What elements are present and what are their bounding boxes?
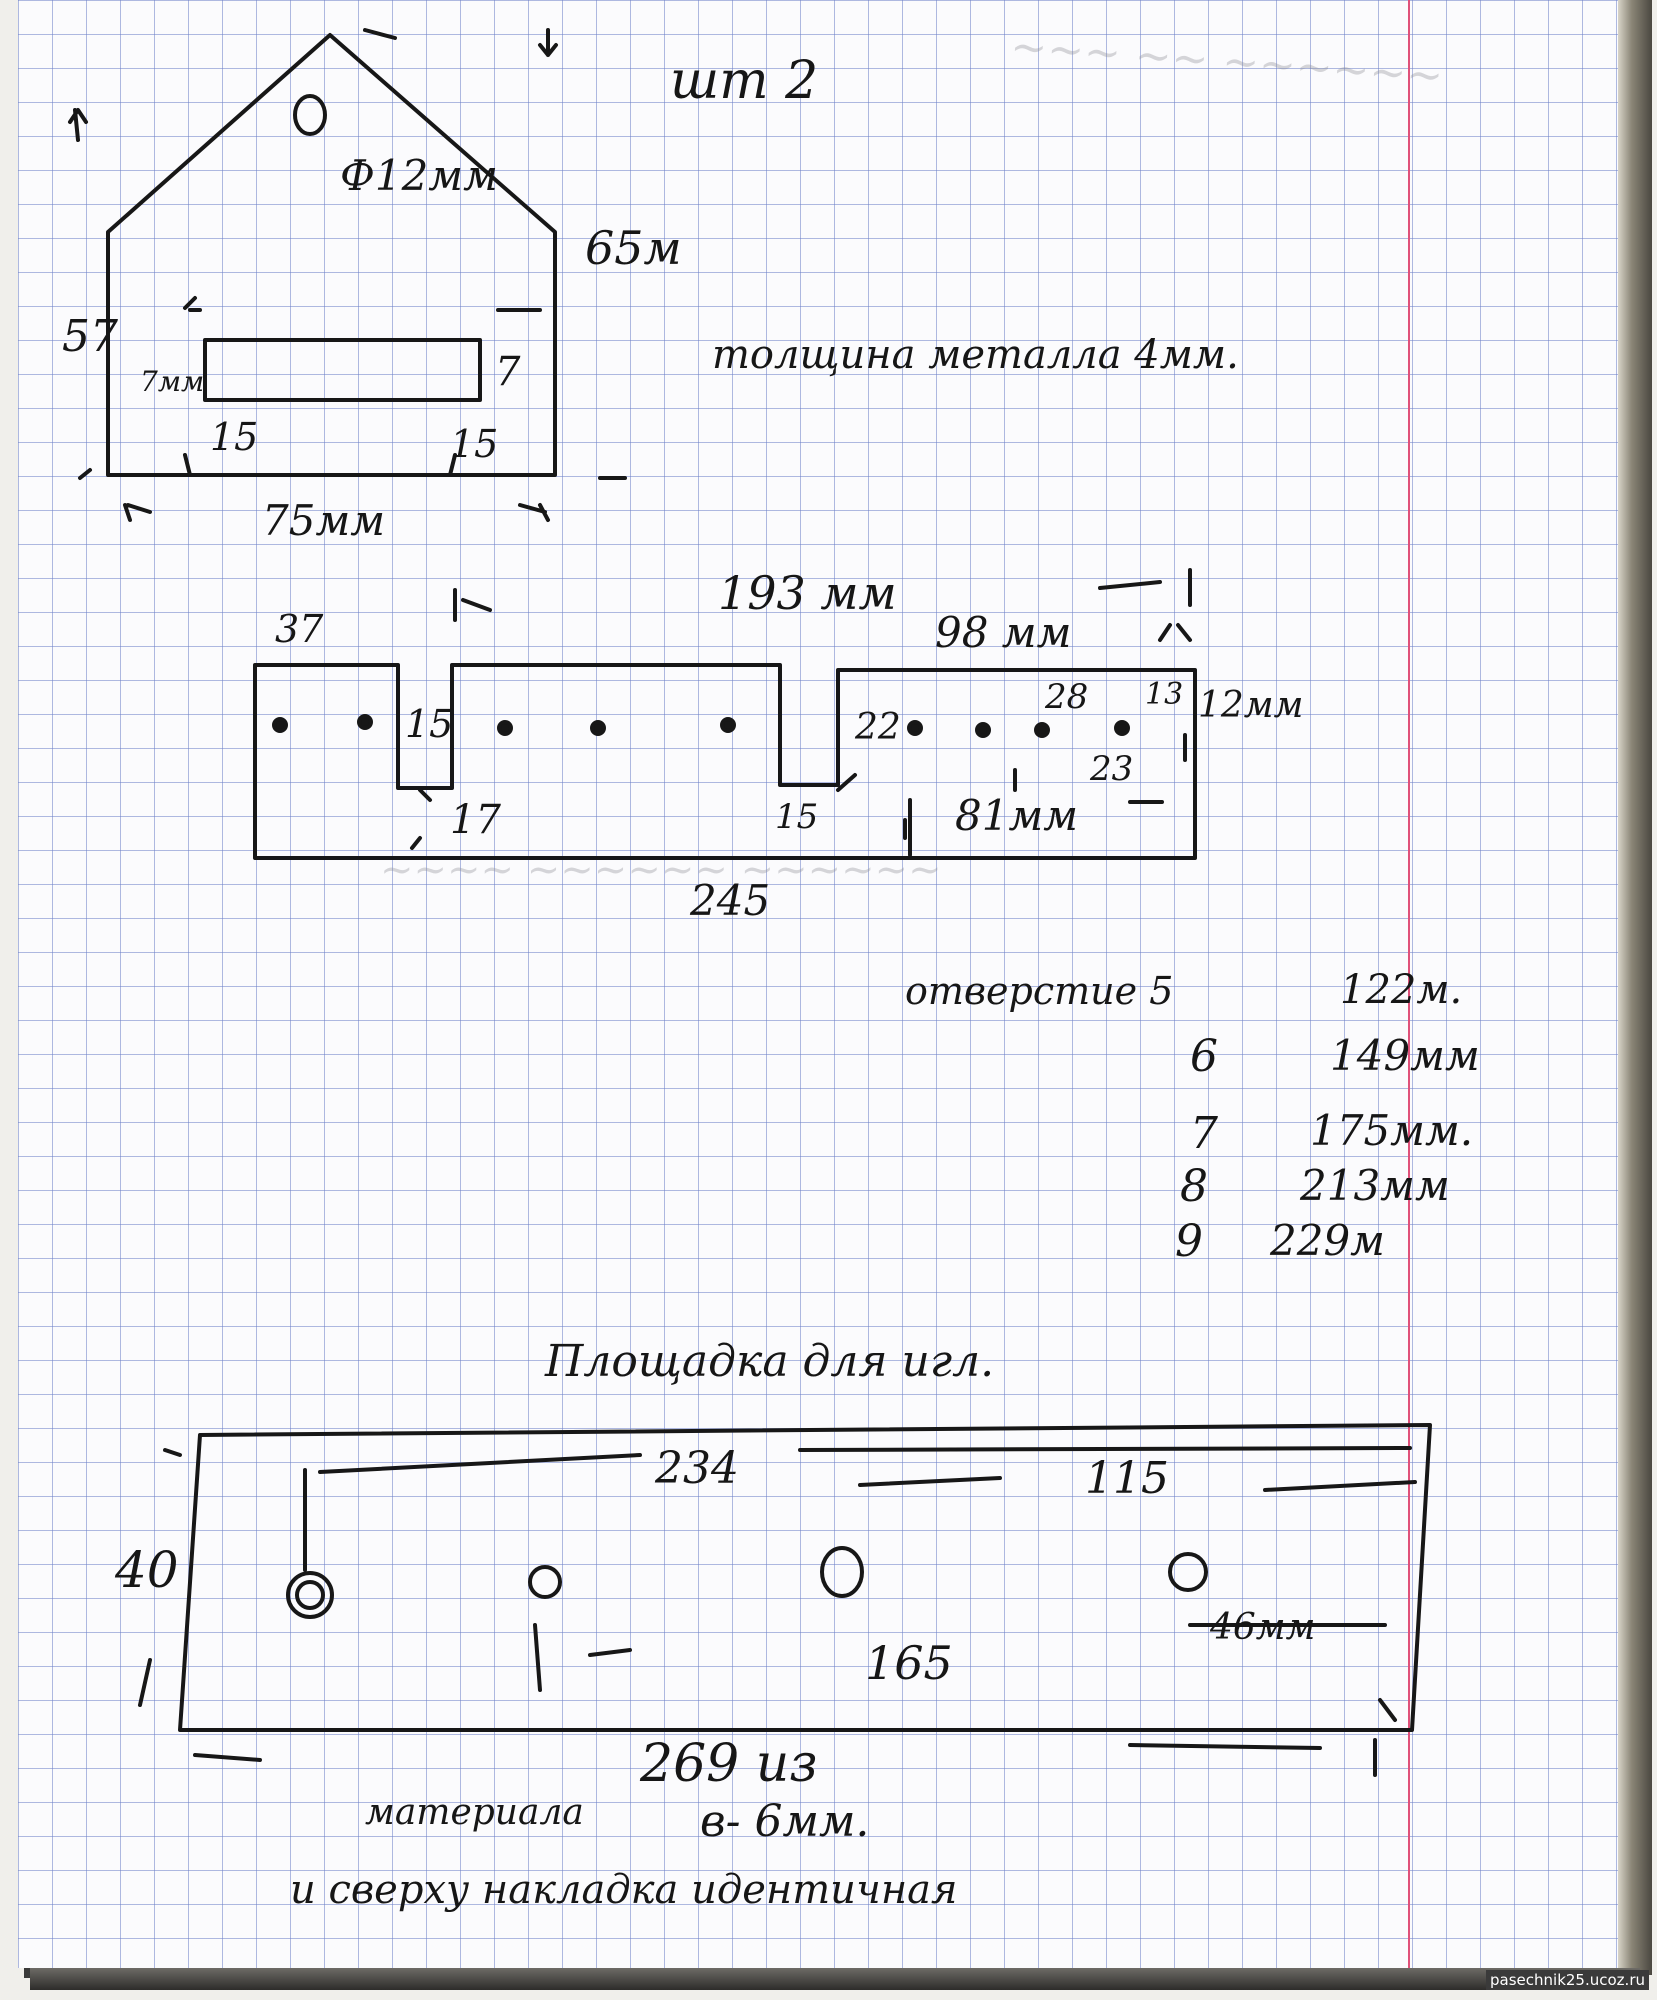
part1-outline [68, 28, 627, 522]
notch-depth-label: 15 [405, 702, 454, 746]
hole-dot [975, 722, 991, 738]
hole-dot [272, 717, 288, 733]
graph-paper-sheet [18, 0, 1618, 1968]
hole-diameter-label: Ф12мм [340, 151, 498, 200]
metal-thickness-note: толщина металла 4мм. [712, 332, 1239, 378]
spacing-23-label: 23 [1090, 749, 1134, 789]
needle-hole [528, 1565, 562, 1599]
holes-list-item-label: 6 [1190, 1031, 1218, 1082]
holes-list-item-value: 149мм [1330, 1031, 1480, 1080]
needle-hole [820, 1546, 864, 1598]
part2-top-length-label: 193 мм [718, 566, 897, 620]
material-label: материала [365, 1792, 584, 1833]
hole-dot [1034, 722, 1050, 738]
holes-list-item-label: 7 [1190, 1108, 1218, 1159]
holes-list-item-value: 229м [1270, 1216, 1385, 1265]
material-thickness-label: в- 6мм. [700, 1796, 870, 1847]
hole-dot [907, 720, 923, 736]
notebook-spine [1618, 0, 1652, 1975]
dim-165-label: 165 [865, 1636, 953, 1690]
inset-left-label: 15 [210, 415, 259, 459]
part2-height-label: 12мм [1198, 685, 1304, 726]
part2-total-length-label: 245 [690, 876, 771, 925]
dim-234-label: 234 [655, 1443, 739, 1494]
slot-height-left-label: 7мм [140, 365, 205, 398]
holes-list-item-label: 8 [1180, 1161, 1208, 1212]
holes-list-item-label: 9 [1175, 1216, 1203, 1267]
hole-spacing-label: 28 [1045, 677, 1089, 717]
part3-title: Площадка для игл. [545, 1336, 995, 1387]
red-margin-line [1408, 0, 1410, 1968]
page-title: шт 2 [670, 51, 819, 111]
notch-width-left-label: 17 [450, 797, 501, 843]
hole-dot [1114, 720, 1130, 736]
segment-right-label: 98 мм [935, 608, 1072, 657]
needle-hole [286, 1571, 334, 1619]
holes-list-item-value: 175мм. [1310, 1106, 1474, 1155]
slot-height-right-label: 7 [495, 349, 521, 395]
segment-left-label: 37 [275, 607, 324, 651]
hole-dot [590, 720, 606, 736]
hole-dot [497, 720, 513, 736]
hole-offset-right-label: 13 [1145, 677, 1184, 712]
holes-list-item-label: отверстие 5 [905, 969, 1174, 1013]
part3-outline [138, 1423, 1432, 1777]
part3-total-label: 269 из [640, 1734, 818, 1794]
hole-offset-left-label: 22 [855, 707, 901, 748]
span-81-label: 81мм [955, 791, 1079, 840]
site-watermark: pasechnik25.ucoz.ru [1486, 1970, 1649, 1990]
notebook-bottom-edge [30, 1968, 1640, 1990]
needle-hole-inner [295, 1580, 325, 1610]
dim-46-label: 46мм [1210, 1607, 1316, 1648]
wall-height-label: 57 [62, 311, 118, 362]
hole-dot [357, 714, 373, 730]
part2-outline [253, 568, 1197, 860]
holes-list-item-value: 213мм [1300, 1161, 1450, 1210]
part3-height-label: 40 [115, 1541, 179, 1599]
notch-width-right-label: 15 [775, 797, 819, 837]
part1-width-label: 75мм [262, 496, 386, 545]
holes-list-item-value: 122м. [1340, 967, 1463, 1013]
total-height-label: 65м [585, 221, 682, 275]
hole-dot [720, 717, 736, 733]
overlay-note: и сверху накладка идентичная [290, 1867, 958, 1913]
needle-hole [1168, 1552, 1208, 1592]
dim-115-label: 115 [1085, 1453, 1169, 1504]
inset-right-label: 15 [450, 422, 499, 466]
